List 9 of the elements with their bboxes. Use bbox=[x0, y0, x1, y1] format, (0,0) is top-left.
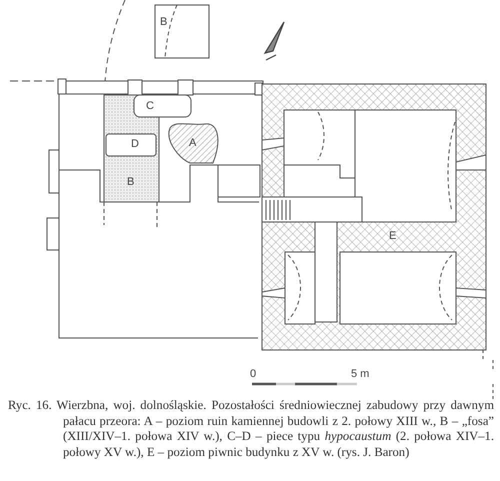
feature-letter: E bbox=[389, 230, 396, 242]
feature-letter: B bbox=[160, 16, 168, 28]
feature-letter: B bbox=[127, 176, 134, 188]
feature-letter: C bbox=[146, 100, 154, 112]
feature-letter: D bbox=[131, 138, 139, 150]
figure-caption: Ryc. 16. Wierzbna, woj. dolnośląskie. Pozostałości średniowiecznej zabudowy przy dawnym pałacu przeora: A – poziom ruin kamiennej budowli z 2. połowy XIII w., B – „fosa” (XIII/XIV–1. połowa XIV w.), C–D – piece typu hypocaustum (2. połowa XIV–1. połowy XV w.), E – poziom piwnic budynku z XV w. (rys. J. Baron) bbox=[8, 398, 494, 460]
scale-label: 0 bbox=[250, 368, 256, 380]
feature-letter: A bbox=[189, 137, 196, 149]
scale-label: 5 m bbox=[351, 368, 370, 380]
